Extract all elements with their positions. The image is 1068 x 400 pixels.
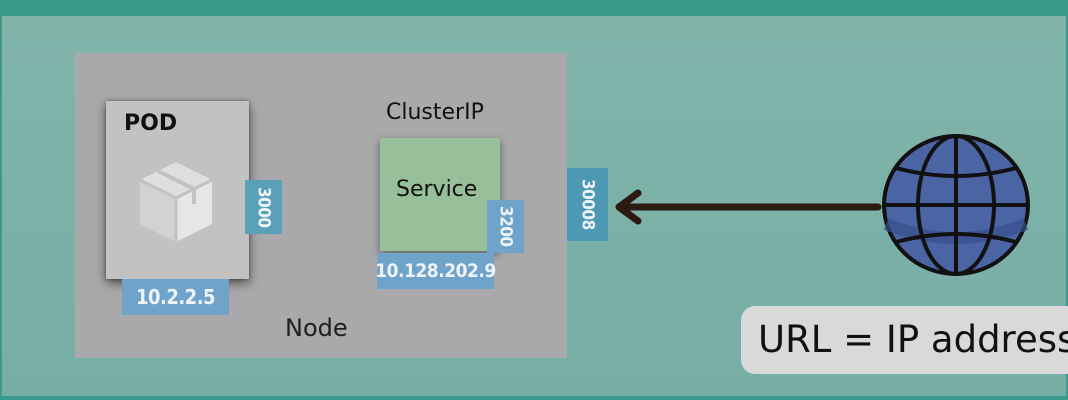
clusterip-label: ClusterIP bbox=[386, 100, 484, 125]
node-label: Node bbox=[285, 314, 348, 342]
url-label-box bbox=[741, 306, 1068, 374]
service-port-tag: 3200 bbox=[487, 200, 524, 253]
pod-title: POD bbox=[124, 111, 178, 136]
url-label: URL = IP address bbox=[758, 318, 1068, 361]
service-ip-tag: 10.128.202.9 bbox=[375, 253, 496, 289]
pod-port-tag: 3000 bbox=[245, 180, 282, 234]
package-box-icon bbox=[139, 162, 213, 242]
pod-ip-tag: 10.2.2.5 bbox=[122, 279, 229, 315]
service-box bbox=[380, 138, 500, 251]
service-label: Service bbox=[396, 177, 478, 202]
arrow-left-icon bbox=[615, 189, 882, 225]
node-port-tag: 30008 bbox=[567, 168, 608, 241]
globe-icon bbox=[882, 134, 1030, 276]
